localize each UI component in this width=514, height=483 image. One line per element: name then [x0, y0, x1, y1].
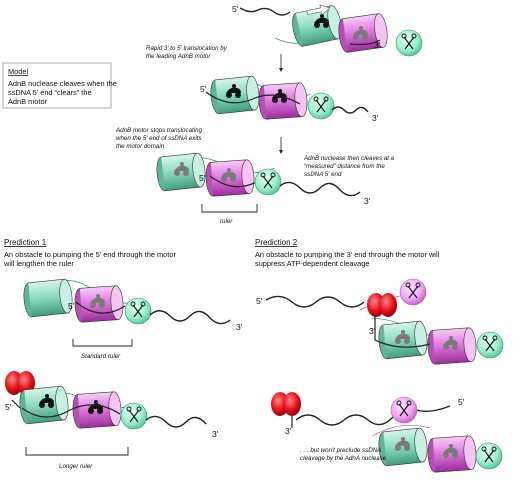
prediction2-note-2: cleavage by the AdnA nuclease — [300, 455, 387, 462]
prediction1-standard-complex — [21, 278, 231, 325]
prediction1-longer-complex — [5, 371, 207, 430]
step2-caption-2: when the 5' end of ssDNA exits — [116, 135, 202, 142]
p2-cleaving-three-prime: 3' — [285, 426, 292, 436]
p2-cleaving-five-prime: 5' — [458, 397, 465, 407]
prediction2-cleaving-complex — [271, 392, 503, 474]
step2-three-prime: 3' — [372, 113, 379, 123]
step1-complex — [239, 3, 423, 57]
standard-ruler-label: Standard ruler — [81, 353, 121, 360]
p1-standard-three-prime: 3' — [236, 322, 243, 332]
p1-longer-five-prime: 5' — [5, 402, 12, 412]
model-heading: Model — [8, 67, 28, 76]
ruler-bracket — [201, 204, 258, 213]
p2-stalled-three-prime: 3' — [369, 326, 376, 336]
p2-stalled-five-prime: 5' — [256, 296, 263, 306]
roadblock-icon-2 — [367, 293, 397, 317]
standard-ruler-bracket — [72, 339, 133, 347]
prediction1-heading: Prediction 1 — [4, 238, 47, 247]
model-line-2: ssDNA 5' end “clears” the — [8, 88, 92, 97]
ruler-label: ruler — [220, 218, 233, 225]
step1-caption-1: Rapid 3' to 5' translocation by — [146, 45, 228, 52]
step2-caption-3: the motor domain — [116, 143, 165, 150]
roadblock-icon-3 — [271, 392, 301, 416]
direction-arrow-icon — [306, 4, 331, 16]
model-line-1: AdnB nuclease cleaves when the — [8, 79, 117, 88]
longer-ruler-bracket — [25, 447, 129, 456]
step3-three-prime: 3' — [364, 196, 371, 206]
step1-three-prime: 3' — [374, 40, 381, 50]
step3-caption-2: “measured” distance from the — [304, 163, 385, 170]
p1-standard-five-prime: 5' — [68, 301, 75, 311]
step3-caption-3: ssDNA 5' end — [304, 171, 342, 178]
p1-longer-three-prime: 3' — [212, 429, 219, 439]
step3-complex — [154, 152, 361, 198]
longer-ruler-label: Longer ruler — [59, 463, 93, 470]
prediction1-line-1: An obstacle to pumping the 5' end throug… — [4, 250, 176, 259]
prediction1-line-2: will lengthen the ruler — [3, 259, 74, 268]
step3-caption-1: AdnB nuclease then cleaves at a — [303, 155, 395, 162]
prediction2-stalled-complex — [265, 278, 504, 366]
step2-five-prime: 5' — [200, 84, 207, 94]
step3-five-prime: 5' — [199, 173, 206, 183]
step1-five-prime: 5' — [232, 4, 239, 14]
step2-complex — [205, 75, 369, 121]
prediction2-line-2: suppress ATP-dependent cleavage — [255, 259, 370, 268]
prediction2-note-1: . . . but won't preclude ssDNA — [300, 447, 381, 454]
prediction2-heading: Prediction 2 — [255, 238, 298, 247]
step2-caption-1: AdnB motor stops translocating — [115, 127, 203, 134]
step1-caption-2: the leading AdnB motor — [146, 53, 211, 60]
model-line-3: AdnB motor — [8, 97, 48, 106]
model-box: Model AdnB nuclease cleaves when the ssD… — [2, 62, 117, 109]
prediction2-line-1: An obstacle to pumping the 3' end throug… — [255, 250, 440, 259]
